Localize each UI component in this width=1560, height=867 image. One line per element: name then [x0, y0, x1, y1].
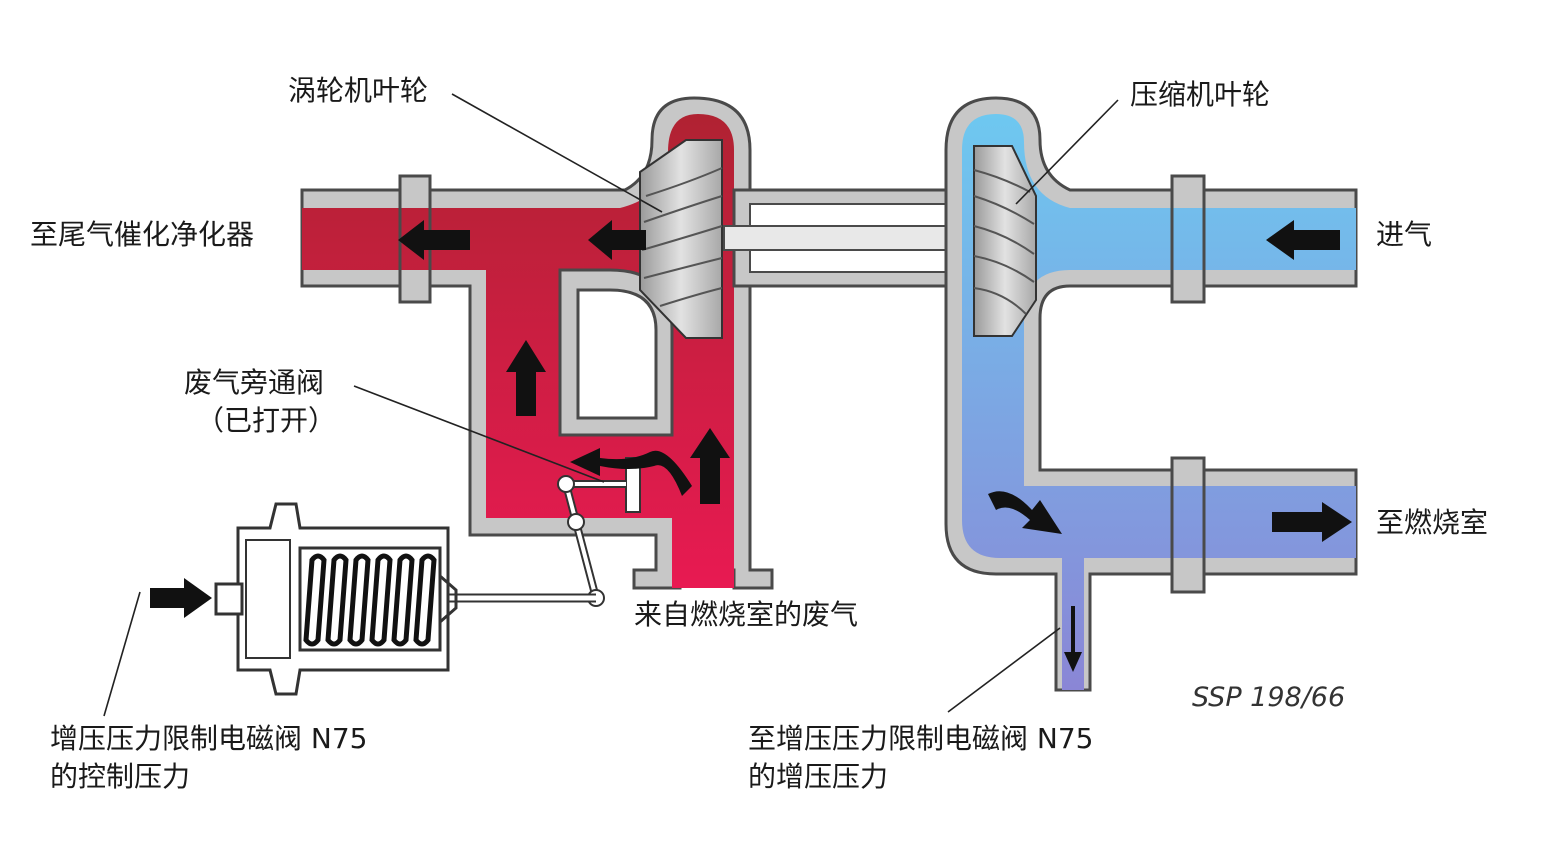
label-intake-air: 进气 — [1376, 218, 1433, 251]
arrow-control-pressure — [150, 578, 212, 618]
arrow-boost-tap — [1064, 606, 1082, 672]
compressor-wheel — [973, 145, 1037, 337]
label-compressor-wheel: 压缩机叶轮 — [1130, 78, 1271, 111]
arrow-bypass-up — [506, 340, 546, 416]
label-control-pressure-2: 的控制压力 — [50, 760, 191, 793]
intake-air-passage — [962, 114, 1356, 690]
arrow-to-combustion — [1272, 502, 1352, 542]
arrow-wastegate-flow — [570, 448, 692, 496]
pressure-actuator — [214, 502, 458, 696]
leader-lines — [103, 93, 1119, 717]
label-control-pressure: 增压压力限制电磁阀 N75 — [50, 722, 368, 755]
arrow-turbine-outlet — [588, 220, 646, 260]
arrow-intake-in — [1266, 220, 1340, 260]
label-to-catalyst: 至尾气催化净化器 — [30, 218, 255, 251]
intake-housing — [944, 96, 1358, 692]
label-exhaust-from-chamber: 来自燃烧室的废气 — [634, 598, 859, 631]
figure-reference: SSP 198/66 — [1192, 682, 1346, 713]
label-to-combustion-chamber: 至燃烧室 — [1376, 506, 1489, 539]
turbine-wheel — [639, 139, 723, 339]
exhaust-housing — [300, 96, 774, 590]
arrow-exhaust-inlet-up — [690, 428, 730, 504]
arrow-compressor-turn — [988, 491, 1062, 534]
label-turbine-wheel: 涡轮机叶轮 — [288, 74, 429, 107]
label-wastegate: 废气旁通阀 — [184, 366, 325, 399]
wastegate-valve — [566, 457, 641, 513]
arrow-to-catalyst — [398, 220, 470, 260]
label-boost-pressure-2: 的增压压力 — [748, 760, 889, 793]
flow-arrows — [150, 220, 1352, 672]
actuator-spring — [303, 553, 437, 647]
label-wastegate-open: （已打开） — [196, 404, 337, 437]
turbo-shaft — [723, 188, 981, 288]
label-boost-pressure: 至增压压力限制电磁阀 N75 — [748, 722, 1094, 755]
